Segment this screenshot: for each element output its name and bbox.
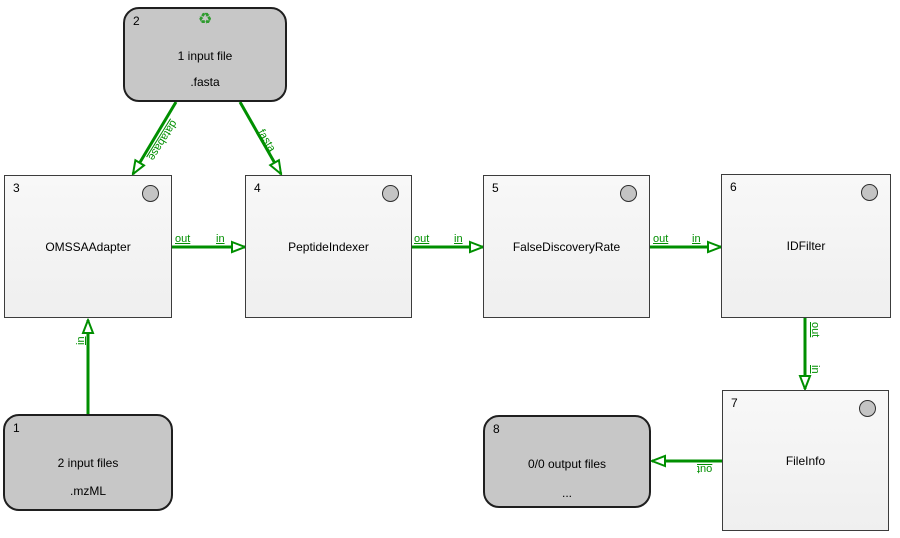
edge-label-out: out	[175, 233, 191, 245]
node-number: 4	[254, 181, 261, 195]
edge-label-out: out	[414, 233, 430, 245]
node-title: IDFilter	[786, 239, 826, 253]
node-filetypes: .fasta	[190, 75, 220, 89]
edge-label-in: in	[75, 336, 87, 345]
tool-node-peptideindexer[interactable]: 4 PeptideIndexer	[245, 175, 412, 318]
recycle-icon: ♻	[197, 11, 213, 28]
node-number: 1	[13, 421, 20, 435]
node-title: 1 input file	[177, 49, 233, 63]
node-title: 0/0 output files	[527, 457, 607, 471]
edge-label-out: out	[697, 463, 713, 475]
status-indicator	[142, 185, 159, 202]
node-filetypes: .mzML	[70, 484, 106, 498]
status-indicator	[861, 184, 878, 201]
edge-fasta-to-peptideindexer[interactable]	[238, 101, 281, 174]
node-title: PeptideIndexer	[288, 239, 369, 254]
tool-node-falsediscoveryrate[interactable]: 5 FalseDiscoveryRate	[483, 175, 650, 318]
edge-label-in: in	[809, 365, 821, 374]
tool-node-fileinfo[interactable]: 7 FileInfo	[722, 390, 889, 531]
node-number: 5	[492, 181, 499, 195]
input-node-mzml[interactable]: 1 2 input files .mzML	[3, 414, 173, 511]
node-number: 8	[493, 422, 500, 436]
node-title: FileInfo	[785, 453, 826, 468]
node-title: FalseDiscoveryRate	[512, 239, 621, 254]
edge-label-out: out	[653, 233, 669, 245]
node-number: 2	[133, 14, 140, 28]
node-title: 2 input files	[57, 456, 119, 470]
input-node-fasta[interactable]: 2 ♻ 1 input file .fasta	[123, 7, 287, 102]
edge-label-in: in	[692, 233, 701, 245]
edge-label-in: in	[216, 233, 225, 245]
node-filetypes: ...	[561, 486, 572, 500]
tool-node-idfilter[interactable]: 6 IDFilter	[721, 174, 891, 318]
node-number: 3	[13, 181, 20, 195]
status-indicator	[620, 185, 637, 202]
tool-node-omssaadapter[interactable]: 3 OMSSAAdapter	[4, 175, 172, 318]
status-indicator	[382, 185, 399, 202]
edge-label-in: in	[454, 233, 463, 245]
node-number: 6	[730, 180, 737, 194]
node-title: OMSSAAdapter	[45, 239, 131, 254]
edge-label-out: out	[809, 322, 821, 338]
edge-fasta-to-omssaadapter[interactable]	[133, 101, 178, 174]
node-number: 7	[731, 396, 738, 410]
status-indicator	[859, 400, 876, 417]
output-node-files[interactable]: 8 0/0 output files ...	[483, 415, 651, 508]
